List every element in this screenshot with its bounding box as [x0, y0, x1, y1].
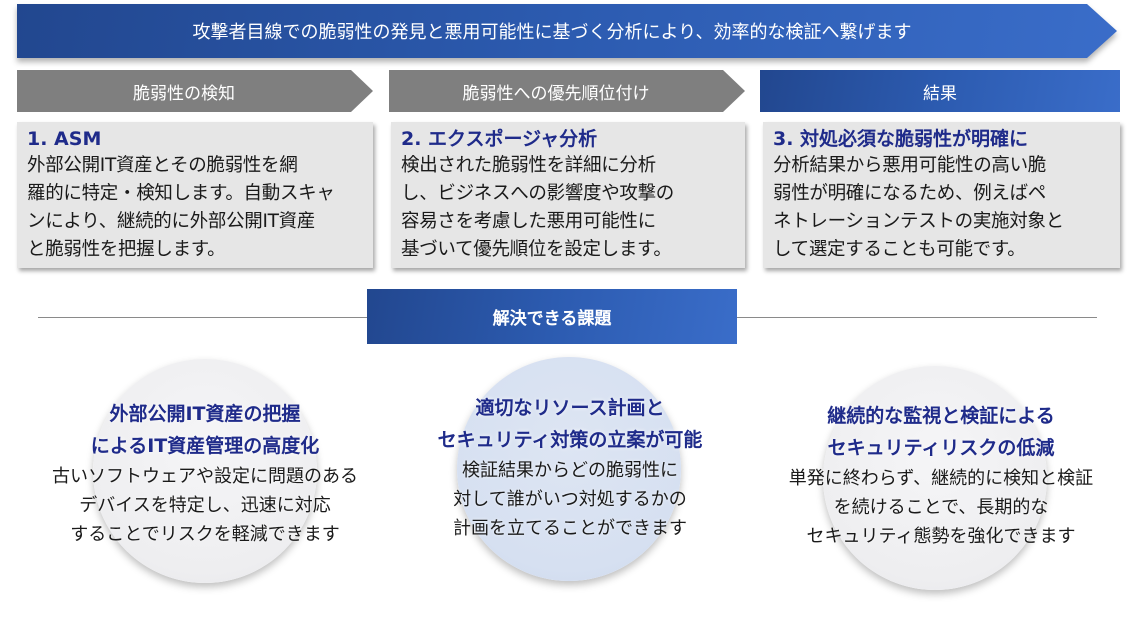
divider-line-left: [38, 317, 368, 318]
step-prioritization-arrow: 脆弱性への優先順位付け: [389, 70, 745, 112]
benefit-resource-planning: 適切なリソース計画と セキュリティ対策の立案が可能 検証結果からどの脆弱性に 対…: [385, 392, 755, 543]
step-result-box: 結果: [760, 70, 1120, 112]
benefit-title: 継続的な監視と検証による セキュリティリスクの低減: [827, 405, 1055, 459]
section-heading-text: 解決できる課題: [492, 309, 612, 329]
benefit-circle-2: [457, 357, 681, 581]
divider-line-right: [735, 317, 1097, 318]
step-label: 結果: [923, 83, 957, 104]
card-exposure-analysis: 2. エクスポージャ分析 検出された脆弱性を詳細に分析 し、ビジネスへの影響度や…: [391, 122, 745, 268]
card-asm: 1. ASM 外部公開IT資産とその脆弱性を網 羅的に特定・検知します。自動スキ…: [17, 122, 373, 268]
benefit-body: 単発に終わらず、継続的に検知と検証 を続けることで、長期的な セキュリティ態勢を…: [788, 468, 1094, 547]
benefit-title: 適切なリソース計画と セキュリティ対策の立案が可能: [437, 397, 703, 451]
benefit-circle-3: [823, 366, 1047, 590]
card-body: 分析結果から悪用可能性の高い脆 弱性が明確になるため、例えばペ ネトレーションテ…: [773, 155, 1064, 260]
banner-text: 攻撃者目線での脆弱性の発見と悪用可能性に基づく分析により、効率的な検証へ繋げます: [192, 22, 912, 43]
step-label: 脆弱性の検知: [133, 83, 235, 104]
card-body: 検出された脆弱性を詳細に分析 し、ビジネスへの影響度や攻撃の 容易さを考慮した悪…: [401, 155, 675, 260]
benefit-body: 古いソフトウェアや設定に問題のある デバイスを特定し、迅速に対応 することでリス…: [52, 466, 358, 545]
top-banner-arrow: 攻撃者目線での脆弱性の発見と悪用可能性に基づく分析により、効率的な検証へ繋げます: [17, 4, 1117, 58]
card-title: 2. エクスポージャ分析: [401, 128, 598, 150]
step-detection-arrow: 脆弱性の検知: [17, 70, 373, 112]
benefit-title: 外部公開IT資産の把握 によるIT資産管理の高度化: [90, 403, 320, 457]
benefit-risk-reduction: 継続的な監視と検証による セキュリティリスクの低減 単発に終わらず、継続的に検知…: [745, 400, 1137, 551]
benefit-body: 検証結果からどの脆弱性に 対して誰がいつ対処するかの 計画を立てることができます: [453, 460, 687, 539]
card-result: 3. 対処必須な脆弱性が明確に 分析結果から悪用可能性の高い脆 弱性が明確になる…: [763, 122, 1120, 268]
benefit-circle-1: [93, 359, 317, 583]
step-label: 脆弱性への優先順位付け: [462, 83, 650, 104]
card-title: 3. 対処必須な脆弱性が明確に: [773, 128, 1029, 150]
card-title: 1. ASM: [27, 128, 102, 150]
section-heading: 解決できる課題: [367, 289, 737, 344]
card-body: 外部公開IT資産とその脆弱性を網 羅的に特定・検知します。自動スキャ ンにより、…: [27, 155, 335, 260]
benefit-asset-management: 外部公開IT資産の把握 によるIT資産管理の高度化 古いソフトウェアや設定に問題…: [10, 398, 400, 549]
